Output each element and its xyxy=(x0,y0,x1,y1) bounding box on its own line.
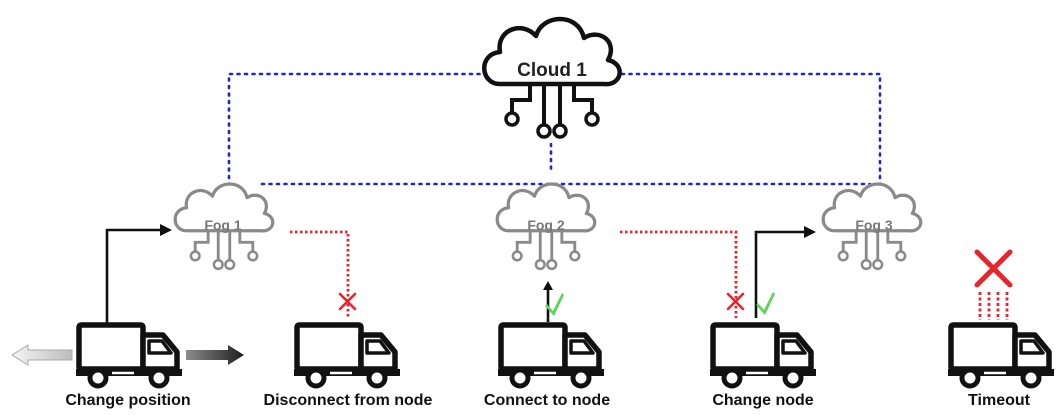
timeout-x-icon xyxy=(974,249,1013,288)
broken-link-fog1 xyxy=(290,230,350,318)
caption-connect: Connect to node xyxy=(483,392,611,409)
caption-change-node: Change node xyxy=(712,392,814,409)
scenario-timeout xyxy=(948,249,1054,386)
truck-icon xyxy=(948,325,1054,386)
truck-icon xyxy=(76,325,182,386)
arrowhead-icon xyxy=(160,224,172,236)
truck-icon xyxy=(498,325,604,386)
arrowhead-icon xyxy=(543,281,553,290)
truck-icon xyxy=(294,325,400,386)
timeout-signal-lines xyxy=(978,292,1009,320)
scenario-change-position xyxy=(11,224,244,386)
broken-link-fog2 xyxy=(620,230,738,318)
cloud-node: Cloud 1 xyxy=(484,19,619,137)
caption-disconnect: Disconnect from node xyxy=(263,392,433,409)
fog3-label: Fog 3 xyxy=(855,217,893,233)
arrowhead-icon xyxy=(804,226,816,238)
truck-to-fog1-arrow xyxy=(105,228,162,325)
caption-timeout: Timeout xyxy=(968,392,1030,409)
truck-icon xyxy=(710,325,816,386)
move-right-arrow-icon xyxy=(186,345,244,365)
scenario-disconnect xyxy=(290,230,400,386)
move-left-arrow-icon xyxy=(11,344,73,366)
cloud-to-fog1-link xyxy=(227,72,489,190)
check-icon xyxy=(756,292,775,315)
scenario-change-node xyxy=(620,226,816,386)
cloud-label: Cloud 1 xyxy=(517,60,587,81)
failure-x-icon xyxy=(338,292,357,311)
fog2-label: Fog 2 xyxy=(527,217,565,233)
truck-to-fog3-arrow xyxy=(754,230,806,318)
cloud-to-fog3-link xyxy=(605,72,882,187)
failure-x-icon xyxy=(726,292,745,311)
cloud-fog-links xyxy=(227,72,882,190)
caption-change-position: Change position xyxy=(65,392,191,409)
fog1-label: Fog 1 xyxy=(204,217,242,233)
scenario-connect xyxy=(498,281,604,386)
